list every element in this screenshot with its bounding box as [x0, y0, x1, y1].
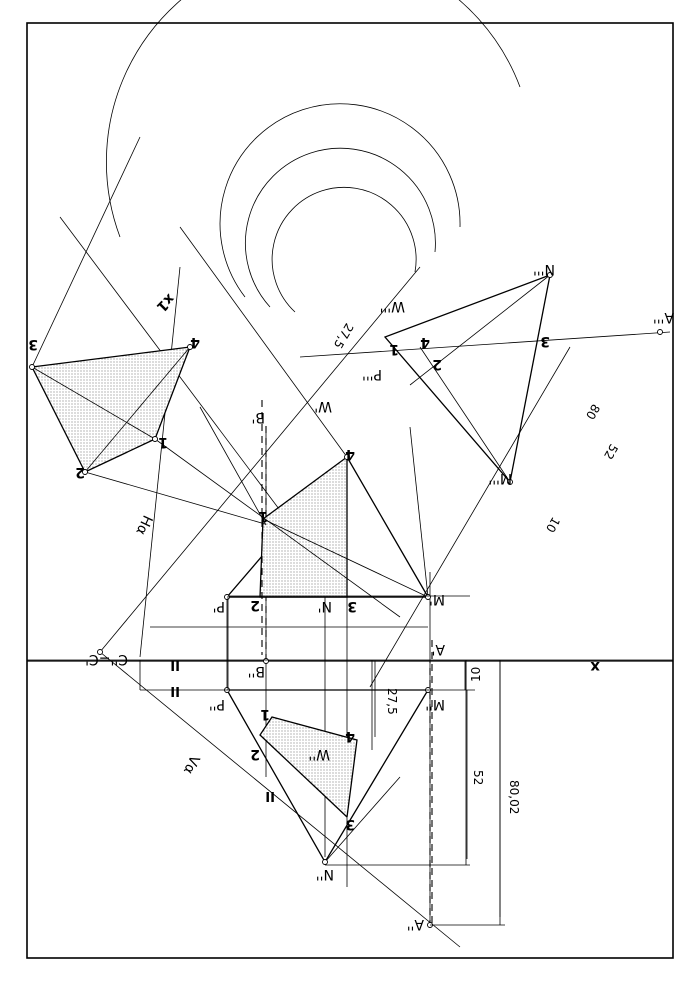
bottom-point-1: 1	[260, 706, 270, 722]
x1-axis-label: x1	[153, 290, 178, 315]
dim-27-5-diag: 27,5	[331, 321, 356, 351]
m-double-label: M''	[425, 696, 445, 712]
h-alpha-trace	[99, 266, 421, 653]
dimension-guides	[27, 400, 673, 926]
third-view-triangle	[383, 273, 551, 484]
h-alpha-label: Hα	[132, 513, 155, 538]
section-point-1: 1	[158, 434, 168, 450]
dim-80-02: 80,02	[507, 780, 521, 814]
point-markers	[29, 272, 663, 928]
x-axis-label: x	[590, 658, 600, 676]
third-point-2: 2	[432, 356, 442, 372]
bottom-point-2: 2	[250, 746, 260, 762]
front-point-1: 1	[258, 508, 268, 524]
w-single-label: W'	[314, 398, 332, 414]
front-point-4: 4	[345, 446, 355, 462]
arc-inner-1	[245, 147, 436, 308]
front-view-section	[260, 717, 357, 817]
svg-text:II: II	[170, 657, 180, 672]
dim-52-bottom: 52	[471, 770, 485, 785]
b-double-label: B''	[248, 663, 265, 679]
dim-10-bottom: 10	[469, 667, 483, 682]
p-triple-label: P'''	[362, 366, 382, 382]
bottom-point-3: 3	[345, 816, 355, 832]
section-point-2: 2	[75, 464, 85, 480]
section-point-4: 4	[190, 334, 200, 350]
svg-text:II: II	[170, 683, 180, 698]
v-alpha-label: Vα	[180, 753, 202, 777]
third-point-1: 1	[389, 341, 399, 357]
dim-80-diag: 80	[583, 402, 603, 422]
dim-52-diag: 52	[601, 442, 621, 462]
third-point-4: 4	[420, 334, 430, 350]
c-pair-label: C''=C'	[85, 651, 128, 667]
v-alpha-trace	[99, 651, 461, 948]
a-double-label: A''	[407, 916, 424, 932]
arc-inner-2	[271, 186, 417, 313]
a-triple-label: A'''	[653, 309, 674, 325]
drawing-frame	[26, 22, 674, 959]
bottom-point-4: 4	[345, 728, 355, 744]
b-single-label: B'	[252, 409, 265, 425]
dim-10-diag: 10	[543, 515, 563, 535]
w-double-label: W''	[308, 746, 330, 762]
parallel-marks: II II II	[170, 657, 275, 803]
m-single-label: M'	[429, 591, 445, 607]
n-triple-label: N'''	[533, 261, 555, 277]
n-double-label: N''	[316, 866, 334, 882]
n-single-label: N'	[318, 598, 332, 614]
p-single-label: P'	[213, 598, 225, 614]
top-view-section	[260, 457, 347, 597]
a-single-label: A'	[432, 641, 445, 657]
p-double-label: P''	[209, 696, 225, 712]
third-point-3: 3	[540, 333, 550, 349]
x1-axis-line	[59, 216, 301, 538]
labels-layer: x x1 Hα Vα C''=C' A'' A' A''' M'' M' M''…	[28, 261, 674, 932]
front-point-2: 2	[250, 597, 260, 613]
arc-large	[106, 0, 521, 238]
m-triple-label: M'''	[488, 470, 512, 486]
svg-text:II: II	[265, 788, 275, 803]
arc-mid	[219, 103, 461, 298]
w-triple-label: W'''	[380, 298, 405, 314]
front-point-3: 3	[347, 598, 357, 614]
dim-27-5-bottom: 27,5	[385, 688, 399, 715]
section-point-3: 3	[28, 336, 38, 352]
